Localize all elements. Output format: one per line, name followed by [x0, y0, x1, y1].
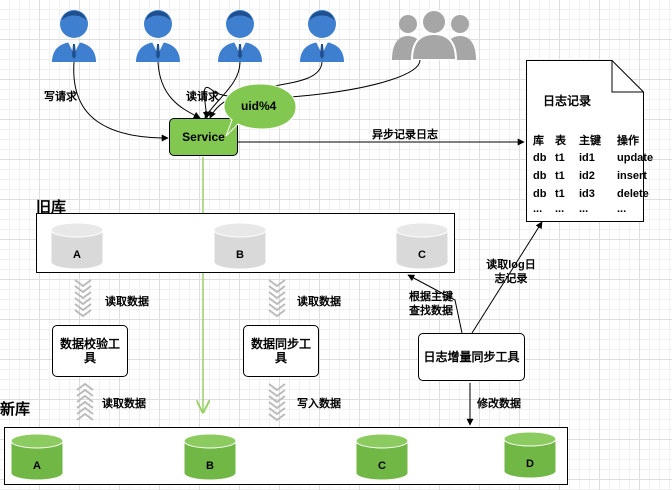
log-table: 库 表 主键 操作 db t1 id1 update db t1 id2 ins… — [531, 131, 655, 215]
table-row: ... ... ... ... — [531, 203, 655, 215]
sync-tool-label: 数据同步工具 — [250, 337, 311, 365]
write-data-label: 写入数据 — [297, 398, 341, 410]
chevron-down-icon — [268, 279, 286, 318]
log-cell: id1 — [579, 152, 595, 164]
log-cell: delete — [617, 188, 649, 200]
old-db-node-c: C — [395, 222, 449, 270]
db-node-label: B — [236, 249, 244, 261]
log-cell: db — [533, 170, 547, 182]
log-cell: db — [533, 188, 547, 200]
db-node-label: A — [33, 460, 41, 472]
incr-sync-tool-label: 日志增量同步工具 — [423, 350, 520, 364]
log-cell: t1 — [555, 152, 565, 164]
log-cell: id2 — [579, 170, 595, 182]
chevron-down-icon — [74, 279, 92, 318]
new-db-node-c: C — [355, 433, 409, 481]
log-cell: ... — [555, 203, 565, 215]
service-box: Service — [169, 118, 238, 156]
read-data-label-1: 读取数据 — [105, 296, 149, 308]
db-node-label: A — [73, 249, 81, 261]
old-db-title: 旧库 — [36, 199, 67, 216]
verify-tool-box: 数据校验工具 — [52, 325, 128, 377]
new-db-node-d: D — [503, 431, 557, 479]
database-icon — [503, 431, 557, 479]
log-cell: ... — [617, 203, 627, 215]
log-cell: id3 — [579, 188, 595, 200]
new-db-node-b: B — [183, 433, 237, 481]
log-cell: update — [617, 152, 654, 164]
log-document — [526, 60, 644, 222]
database-icon — [10, 433, 64, 481]
verify-tool-label: 数据校验工具 — [59, 337, 120, 365]
log-header-cell: 主键 — [579, 135, 601, 147]
log-header-cell: 库 — [533, 135, 544, 147]
user-icon — [218, 10, 262, 62]
log-header-cell: 操作 — [617, 135, 639, 147]
log-table-header: 库 表 主键 操作 — [531, 131, 655, 149]
log-doc-title: 日志记录 — [543, 94, 592, 108]
modify-data-label: 修改数据 — [477, 398, 521, 410]
async-log-label: 异步记录日志 — [372, 129, 438, 141]
user-icon — [136, 10, 180, 62]
log-cell: db — [533, 152, 547, 164]
old-db-node-a: A — [50, 222, 104, 270]
chevron-up-icon — [76, 382, 94, 421]
incr-sync-tool-box: 日志增量同步工具 — [418, 333, 525, 381]
read-data-label-3: 读取数据 — [102, 398, 146, 410]
write-request-label: 写请求 — [44, 91, 77, 103]
db-node-label: C — [418, 249, 426, 261]
uid-bubble — [223, 83, 297, 137]
read-data-label-2: 读取数据 — [297, 296, 341, 308]
new-db-node-a: A — [10, 433, 64, 481]
user-icon — [52, 10, 96, 62]
new-db-container — [4, 427, 568, 485]
user-icon — [300, 10, 344, 62]
read-log-label: 读取log日志记录 — [486, 259, 536, 285]
read-request-label: 读请求 — [186, 91, 219, 103]
write-request-line — [73, 61, 169, 142]
table-row: db t1 id1 update — [531, 149, 655, 167]
log-cell: ... — [533, 203, 543, 215]
log-cell: insert — [617, 170, 647, 182]
log-header-cell: 表 — [555, 135, 566, 147]
database-icon — [395, 222, 449, 270]
database-icon — [183, 433, 237, 481]
lookup-by-pk-label: 根据主键查找数据 — [409, 291, 453, 317]
sync-tool-box: 数据同步工具 — [243, 325, 319, 377]
user-group-icon — [392, 9, 476, 60]
uid-mod-label: uid%4 — [241, 99, 277, 113]
database-icon — [355, 433, 409, 481]
log-cell: t1 — [555, 170, 565, 182]
old-db-node-b: B — [213, 222, 267, 270]
service-label: Service — [182, 130, 225, 144]
database-icon — [50, 222, 104, 270]
log-cell: t1 — [555, 188, 565, 200]
chevron-down-icon — [268, 383, 286, 422]
db-node-label: D — [526, 458, 534, 470]
table-row: db t1 id3 delete — [531, 185, 655, 203]
database-icon — [213, 222, 267, 270]
log-cell: ... — [579, 203, 589, 215]
new-db-title: 新库 — [0, 401, 31, 418]
db-node-label: B — [206, 460, 214, 472]
table-row: db t1 id2 insert — [531, 167, 655, 185]
db-node-label: C — [378, 460, 386, 472]
